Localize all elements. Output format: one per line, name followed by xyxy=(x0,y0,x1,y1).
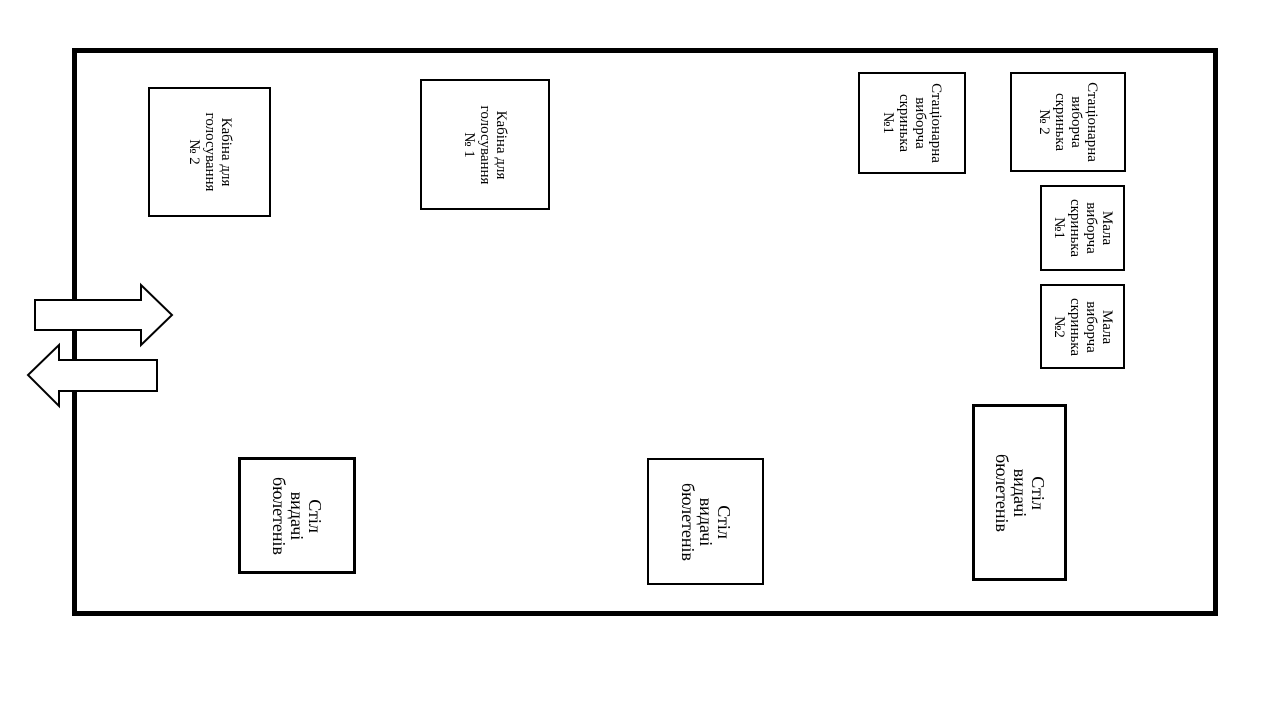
stationary-ballot-box-2: Стаціонарна виборча скринька № 2 xyxy=(1010,72,1126,172)
ballot-issuing-table-3: Стіл видачі бюлетенів xyxy=(972,404,1067,581)
exit-arrow xyxy=(26,342,158,409)
enter-arrow xyxy=(34,282,174,348)
stationary-ballot-box-1: Стаціонарна виборча скринька №1 xyxy=(858,72,966,174)
ballot-issuing-table-1: Стіл видачі бюлетенів xyxy=(238,457,356,574)
small-ballot-box-1: Мала виборча скринька №1 xyxy=(1040,185,1125,271)
ballot-issuing-table-2: Стіл видачі бюлетенів xyxy=(647,458,764,585)
voting-booth-2: Кабіна для голосування № 2 xyxy=(148,87,271,217)
small-ballot-box-2: Мала виборча скринька №2 xyxy=(1040,284,1125,369)
voting-booth-1: Кабіна для голосування № 1 xyxy=(420,79,550,210)
